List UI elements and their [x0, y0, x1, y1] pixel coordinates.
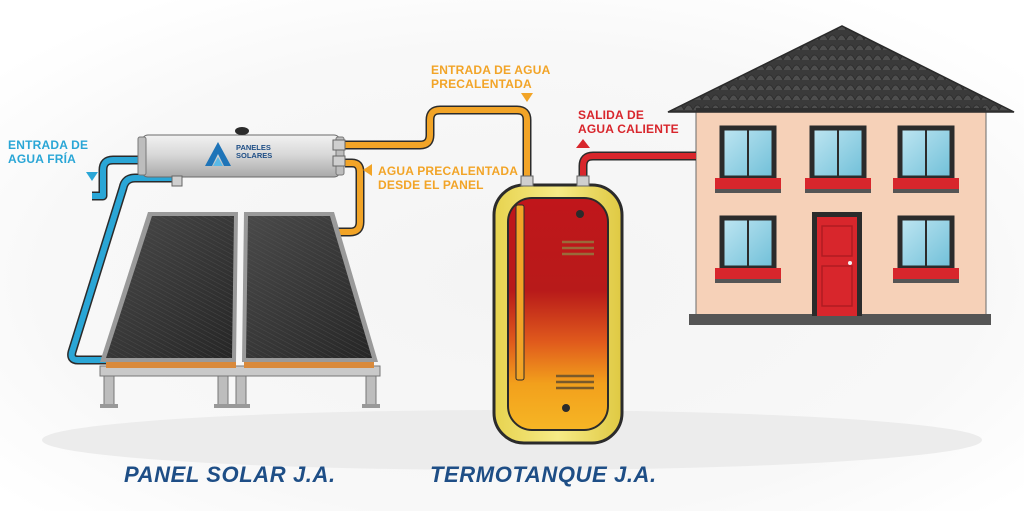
label-cold-water-inlet: ENTRADA DE AGUA FRÍA [8, 138, 88, 166]
solar-storage-cylinder [137, 127, 346, 187]
heater-interior [507, 197, 609, 431]
label-preheated-inlet-line1: ENTRADA DE AGUA [431, 63, 551, 77]
house-door [812, 212, 862, 316]
label-preheated-panel-line1: AGUA PRECALENTADA [378, 164, 519, 178]
logo-text-line1: PANELES [236, 143, 271, 152]
label-hot-line1: SALIDA DE [578, 108, 645, 122]
preheated-from-panel-arrow-icon [363, 164, 372, 176]
preheated-inlet-arrow-icon [521, 93, 533, 102]
panel-frame [99, 360, 381, 408]
label-hot-water-outlet: SALIDA DE AGUA CALIENTE [578, 108, 679, 136]
lower-coil [556, 374, 594, 390]
label-preheated-inlet-line2: PRECALENTADA [431, 77, 532, 91]
window-upper-left [715, 125, 781, 193]
label-preheated-panel-line2: DESDE EL PANEL [378, 178, 484, 192]
cold-inlet-arrow-icon [86, 172, 98, 181]
upper-coil [562, 240, 594, 256]
label-cold-line1: ENTRADA DE [8, 138, 89, 152]
label-preheated-water-inlet: ENTRADA DE AGUA PRECALENTADA [431, 63, 550, 91]
hot-outlet-arrow-icon [576, 139, 590, 148]
collector-left [100, 212, 238, 362]
window-upper-center [805, 125, 871, 193]
logo-mark-icon [205, 142, 231, 166]
house [667, 25, 1015, 325]
label-preheated-from-panel: AGUA PRECALENTADA DESDE EL PANEL [378, 164, 518, 192]
logo-text: PANELES SOLARES [236, 144, 272, 160]
roof-eave [696, 108, 986, 112]
solar-panel [99, 127, 381, 408]
logo-text-line2: SOLARES [236, 151, 273, 160]
caption-water-heater: TERMOTANQUE J.A. [430, 462, 657, 487]
window-lower-right [893, 215, 959, 283]
label-hot-line2: AGUA CALIENTE [578, 122, 679, 136]
label-cold-line2: AGUA FRÍA [8, 152, 77, 166]
caption-solar-panel: PANEL SOLAR J.A. [124, 462, 336, 487]
house-base [689, 314, 991, 325]
collector-right [242, 212, 378, 362]
window-upper-right [893, 125, 959, 193]
water-heater [492, 175, 624, 445]
window-lower-left [715, 215, 781, 283]
